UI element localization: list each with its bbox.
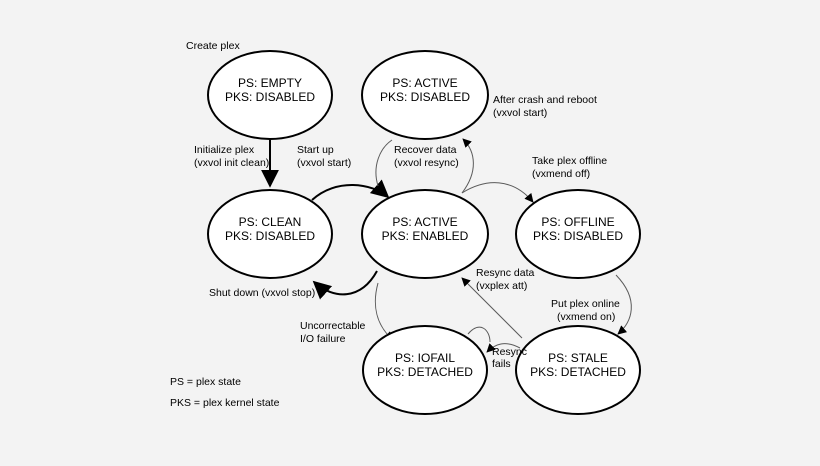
edge-active-enabled-to-active-disabled-recover bbox=[375, 139, 393, 187]
label-uncorrectable-line2: I/O failure bbox=[300, 333, 346, 345]
state-offline-pks: PKS: DISABLED bbox=[533, 229, 623, 243]
label-start-up-line2: (vxvol start) bbox=[297, 157, 351, 169]
label-resync-data-line2: (vxplex att) bbox=[476, 280, 527, 292]
state-empty-pks: PKS: DISABLED bbox=[225, 90, 315, 104]
edge-stale-to-active-resync bbox=[461, 277, 523, 339]
label-put-online-line1: Put plex online bbox=[551, 298, 620, 310]
state-iofail-pks: PKS: DETACHED bbox=[377, 365, 473, 379]
state-iofail-ps: PS: IOFAIL bbox=[395, 351, 455, 365]
label-recover-line2: (vxvol resync) bbox=[394, 157, 459, 169]
state-active-disabled-ps: PS: ACTIVE bbox=[392, 76, 457, 90]
edge-iofail-to-stale bbox=[467, 326, 491, 343]
state-offline: PS: OFFLINE PKS: DISABLED bbox=[515, 189, 641, 279]
legend-ps: PS = plex state bbox=[170, 376, 241, 388]
label-start-up-line1: Start up bbox=[297, 144, 334, 156]
state-active-enabled-ps: PS: ACTIVE bbox=[392, 215, 457, 229]
label-put-online-line2: (vxmend on) bbox=[557, 311, 615, 323]
edge-offline-to-stale bbox=[615, 274, 632, 335]
label-initialize-line1: Initialize plex bbox=[194, 144, 255, 156]
edge-active-to-offline bbox=[461, 182, 534, 203]
state-clean-pks: PKS: DISABLED bbox=[225, 229, 315, 243]
legend-pks: PKS = plex kernel state bbox=[170, 397, 280, 409]
legend: PS = plex state PKS = plex kernel state bbox=[170, 376, 280, 409]
state-stale: PS: STALE PKS: DETACHED bbox=[515, 325, 641, 415]
state-active-disabled: PS: ACTIVE PKS: DISABLED bbox=[361, 50, 489, 140]
label-after-crash-line2: (vxvol start) bbox=[493, 107, 547, 119]
label-uncorrectable-line1: Uncorrectable bbox=[300, 320, 366, 332]
label-resync-data-line1: Resync data bbox=[476, 267, 535, 279]
label-create-plex: Create plex bbox=[186, 40, 240, 52]
label-take-offline-line1: Take plex offline bbox=[532, 155, 607, 167]
state-stale-ps: PS: STALE bbox=[548, 351, 608, 365]
state-stale-pks: PKS: DETACHED bbox=[530, 365, 626, 379]
state-active-enabled-pks: PKS: ENABLED bbox=[382, 229, 469, 243]
label-resync-fails-line2: fails bbox=[492, 358, 511, 370]
state-empty: PS: EMPTY PKS: DISABLED bbox=[207, 50, 333, 140]
edge-crash-to-active-disabled bbox=[461, 138, 474, 194]
label-resync-fails-line1: Resync bbox=[492, 346, 527, 358]
edge-active-to-clean bbox=[312, 270, 378, 300]
state-empty-ps: PS: EMPTY bbox=[238, 76, 302, 90]
state-active-enabled: PS: ACTIVE PKS: ENABLED bbox=[361, 189, 489, 279]
edge-active-to-iofail bbox=[374, 282, 394, 341]
state-clean: PS: CLEAN PKS: DISABLED bbox=[207, 189, 333, 279]
label-shut-down: Shut down (vxvol stop) bbox=[209, 287, 315, 299]
edge-stale-to-iofail-resync-fails bbox=[486, 343, 521, 353]
edge-clean-to-active bbox=[311, 179, 390, 201]
state-iofail: PS: IOFAIL PKS: DETACHED bbox=[362, 325, 488, 415]
state-offline-ps: PS: OFFLINE bbox=[541, 215, 614, 229]
label-take-offline-line2: (vxmend off) bbox=[532, 168, 590, 180]
label-initialize-line2: (vxvol init clean) bbox=[194, 157, 269, 169]
state-clean-ps: PS: CLEAN bbox=[239, 215, 302, 229]
label-after-crash-line1: After crash and reboot bbox=[493, 94, 597, 106]
label-recover-line1: Recover data bbox=[394, 144, 457, 156]
state-active-disabled-pks: PKS: DISABLED bbox=[380, 90, 470, 104]
